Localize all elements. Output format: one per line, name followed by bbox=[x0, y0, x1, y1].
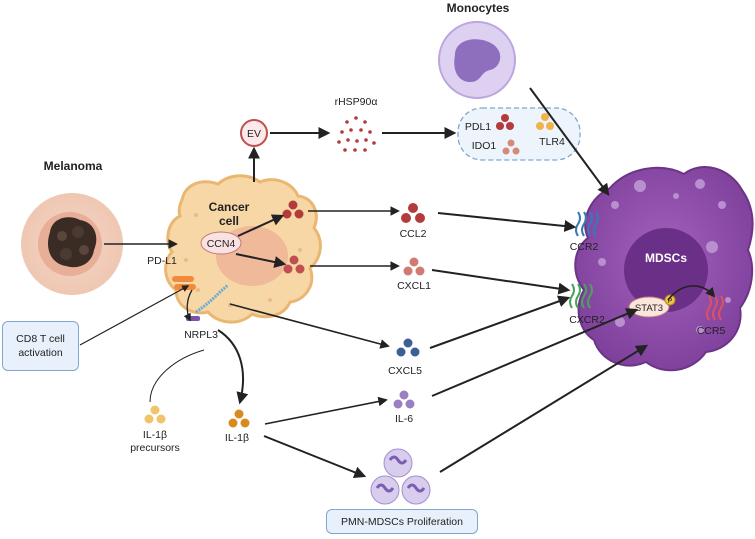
il1b-label: IL-1β bbox=[225, 432, 249, 444]
stat3-phospho-label: P bbox=[668, 298, 673, 305]
ccr5-label: CCR5 bbox=[697, 325, 726, 337]
cxcl5-dots bbox=[396, 338, 420, 357]
cancer-cell-title-line1: Cancer bbox=[209, 200, 250, 214]
monocyte-ido1-label: IDO1 bbox=[472, 140, 497, 152]
ccr2-receptor bbox=[575, 211, 599, 237]
il1b-precursors-line2: precursors bbox=[130, 442, 180, 454]
pmn-proliferation-box: PMN-MDSCs Proliferation bbox=[326, 509, 478, 534]
rhsp-label: rHSP90α bbox=[335, 96, 378, 108]
monocytes-title: Monocytes bbox=[447, 1, 510, 15]
stat3-oval bbox=[628, 294, 676, 318]
ccl2-dots bbox=[401, 203, 425, 223]
monocyte-cell bbox=[438, 21, 516, 99]
nrpl3-label: NRPL3 bbox=[184, 329, 218, 341]
melanoma-tumor bbox=[21, 193, 123, 295]
pmn-cells bbox=[370, 448, 431, 505]
precursor-curve bbox=[149, 349, 205, 403]
monocyte-factors-box bbox=[457, 107, 581, 161]
il1b-precursor-dots bbox=[144, 405, 166, 424]
cxcr2-receptor bbox=[569, 283, 593, 309]
cxcl1-label: CXCL1 bbox=[397, 280, 431, 292]
rhsp-particles bbox=[337, 116, 376, 152]
mdsc-title: MDSCs bbox=[645, 251, 687, 265]
pdl1-label: PD-L1 bbox=[147, 255, 177, 267]
monocyte-pdl1-label: PDL1 bbox=[465, 121, 491, 133]
cd8-activation-box: CD8 T cell activation bbox=[2, 321, 79, 371]
ccl2-label: CCL2 bbox=[400, 228, 427, 240]
melanoma-title: Melanoma bbox=[44, 159, 103, 173]
ccn4-secreted-dots bbox=[282, 200, 304, 219]
ccn4-label: CCN4 bbox=[207, 238, 236, 250]
ccr5-receptor bbox=[706, 295, 724, 321]
ev-label: EV bbox=[247, 128, 261, 140]
ccn4-oval bbox=[200, 231, 242, 255]
cd8-line2: activation bbox=[18, 347, 63, 359]
cancer-cell bbox=[164, 174, 322, 324]
il1b-precursors-line1: IL-1β bbox=[143, 429, 167, 441]
cxcl5-label: CXCL5 bbox=[388, 365, 422, 377]
stat3-label: STAT3 bbox=[635, 303, 663, 314]
il6-label: IL-6 bbox=[395, 413, 413, 425]
arrows bbox=[79, 87, 716, 479]
il1b-dots bbox=[228, 409, 250, 428]
cxcr2-label: CXCR2 bbox=[569, 314, 605, 326]
cxcl1-dots bbox=[403, 257, 425, 276]
mdsc-cell bbox=[574, 166, 754, 372]
cxcl1-internal-dots bbox=[283, 255, 305, 274]
pmn-proliferation-label: PMN-MDSCs Proliferation bbox=[341, 515, 463, 528]
cd8-line1: CD8 T cell bbox=[16, 333, 65, 345]
cancer-cell-title-line2: cell bbox=[219, 214, 239, 228]
il6-dots bbox=[393, 390, 415, 409]
monocyte-tlr4-label: TLR4 bbox=[539, 136, 565, 148]
ev-vesicle bbox=[240, 119, 268, 147]
ccr2-label: CCR2 bbox=[570, 241, 599, 253]
